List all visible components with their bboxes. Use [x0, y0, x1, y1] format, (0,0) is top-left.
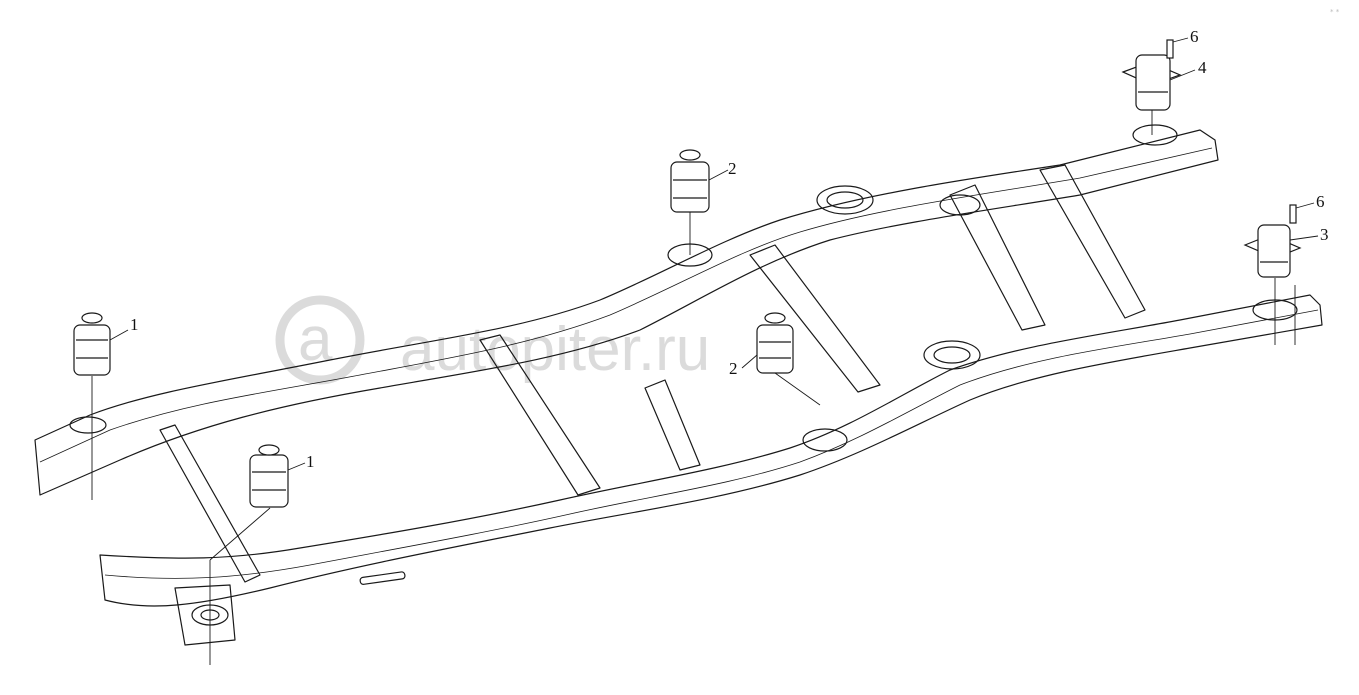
bushing-1b [249, 444, 289, 508]
watermark-glyph: a [298, 305, 333, 374]
watermark: a autopiter.ru [275, 295, 710, 385]
callout-2a: 2 [728, 159, 737, 178]
callouts: 1 1 2 2 3 4 6 6 [130, 27, 1329, 471]
mount-pad [923, 340, 981, 370]
mount-pad [69, 416, 107, 434]
callout-1a: 1 [130, 315, 139, 334]
bushing-4 [1121, 54, 1182, 111]
mount-pad [802, 428, 848, 452]
crossmember-6 [1039, 164, 1146, 319]
callout-4: 4 [1198, 58, 1207, 77]
crossmember-4 [749, 244, 881, 393]
bolt-6a [1166, 39, 1174, 59]
right-rail [99, 294, 1323, 607]
corner-mark: * * [1330, 8, 1340, 16]
mount-pad [816, 185, 874, 215]
mount-pad [939, 194, 981, 216]
callout-2b: 2 [729, 359, 738, 378]
callout-1b: 1 [306, 452, 315, 471]
watermark-text: autopiter.ru [400, 315, 710, 384]
bushing-1a [73, 312, 111, 376]
bushings [73, 39, 1302, 508]
bolt-6b [1289, 204, 1297, 224]
bushing-3 [1243, 224, 1302, 278]
crossmember-2 [479, 334, 601, 496]
crossmember-5 [949, 184, 1046, 331]
mount-pad [1132, 124, 1178, 146]
crossmember-1 [159, 424, 261, 583]
callout-6b: 6 [1316, 192, 1325, 211]
crossmember-3 [644, 379, 701, 471]
bushing-2b [756, 312, 794, 374]
callout-6a: 6 [1190, 27, 1199, 46]
left-rail [34, 129, 1219, 496]
bushing-2a [670, 149, 710, 213]
callout-3: 3 [1320, 225, 1329, 244]
leader-lines [91, 37, 1319, 665]
